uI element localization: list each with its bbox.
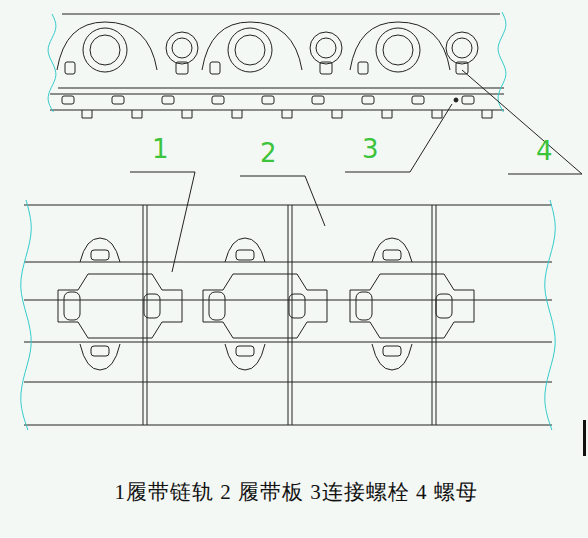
- callout-number: 3: [362, 136, 379, 162]
- link-body: [202, 22, 302, 70]
- callout-number: 1: [152, 136, 169, 162]
- track-plan-view: [21, 200, 556, 430]
- leader-line: [345, 104, 452, 172]
- edge-mark: [583, 420, 586, 456]
- link-body: [57, 22, 157, 70]
- leader-line: [240, 176, 325, 226]
- figure-caption: 1履带链轨 2 履带板 3连接螺栓 4 螺母: [114, 482, 477, 503]
- leader-lines: [130, 70, 582, 272]
- callout-number: 4: [536, 138, 553, 164]
- callout-number: 2: [260, 140, 277, 166]
- leader-line: [130, 172, 195, 272]
- link-body: [350, 22, 450, 70]
- track-side-view: [48, 12, 506, 118]
- leader-line: [462, 70, 582, 174]
